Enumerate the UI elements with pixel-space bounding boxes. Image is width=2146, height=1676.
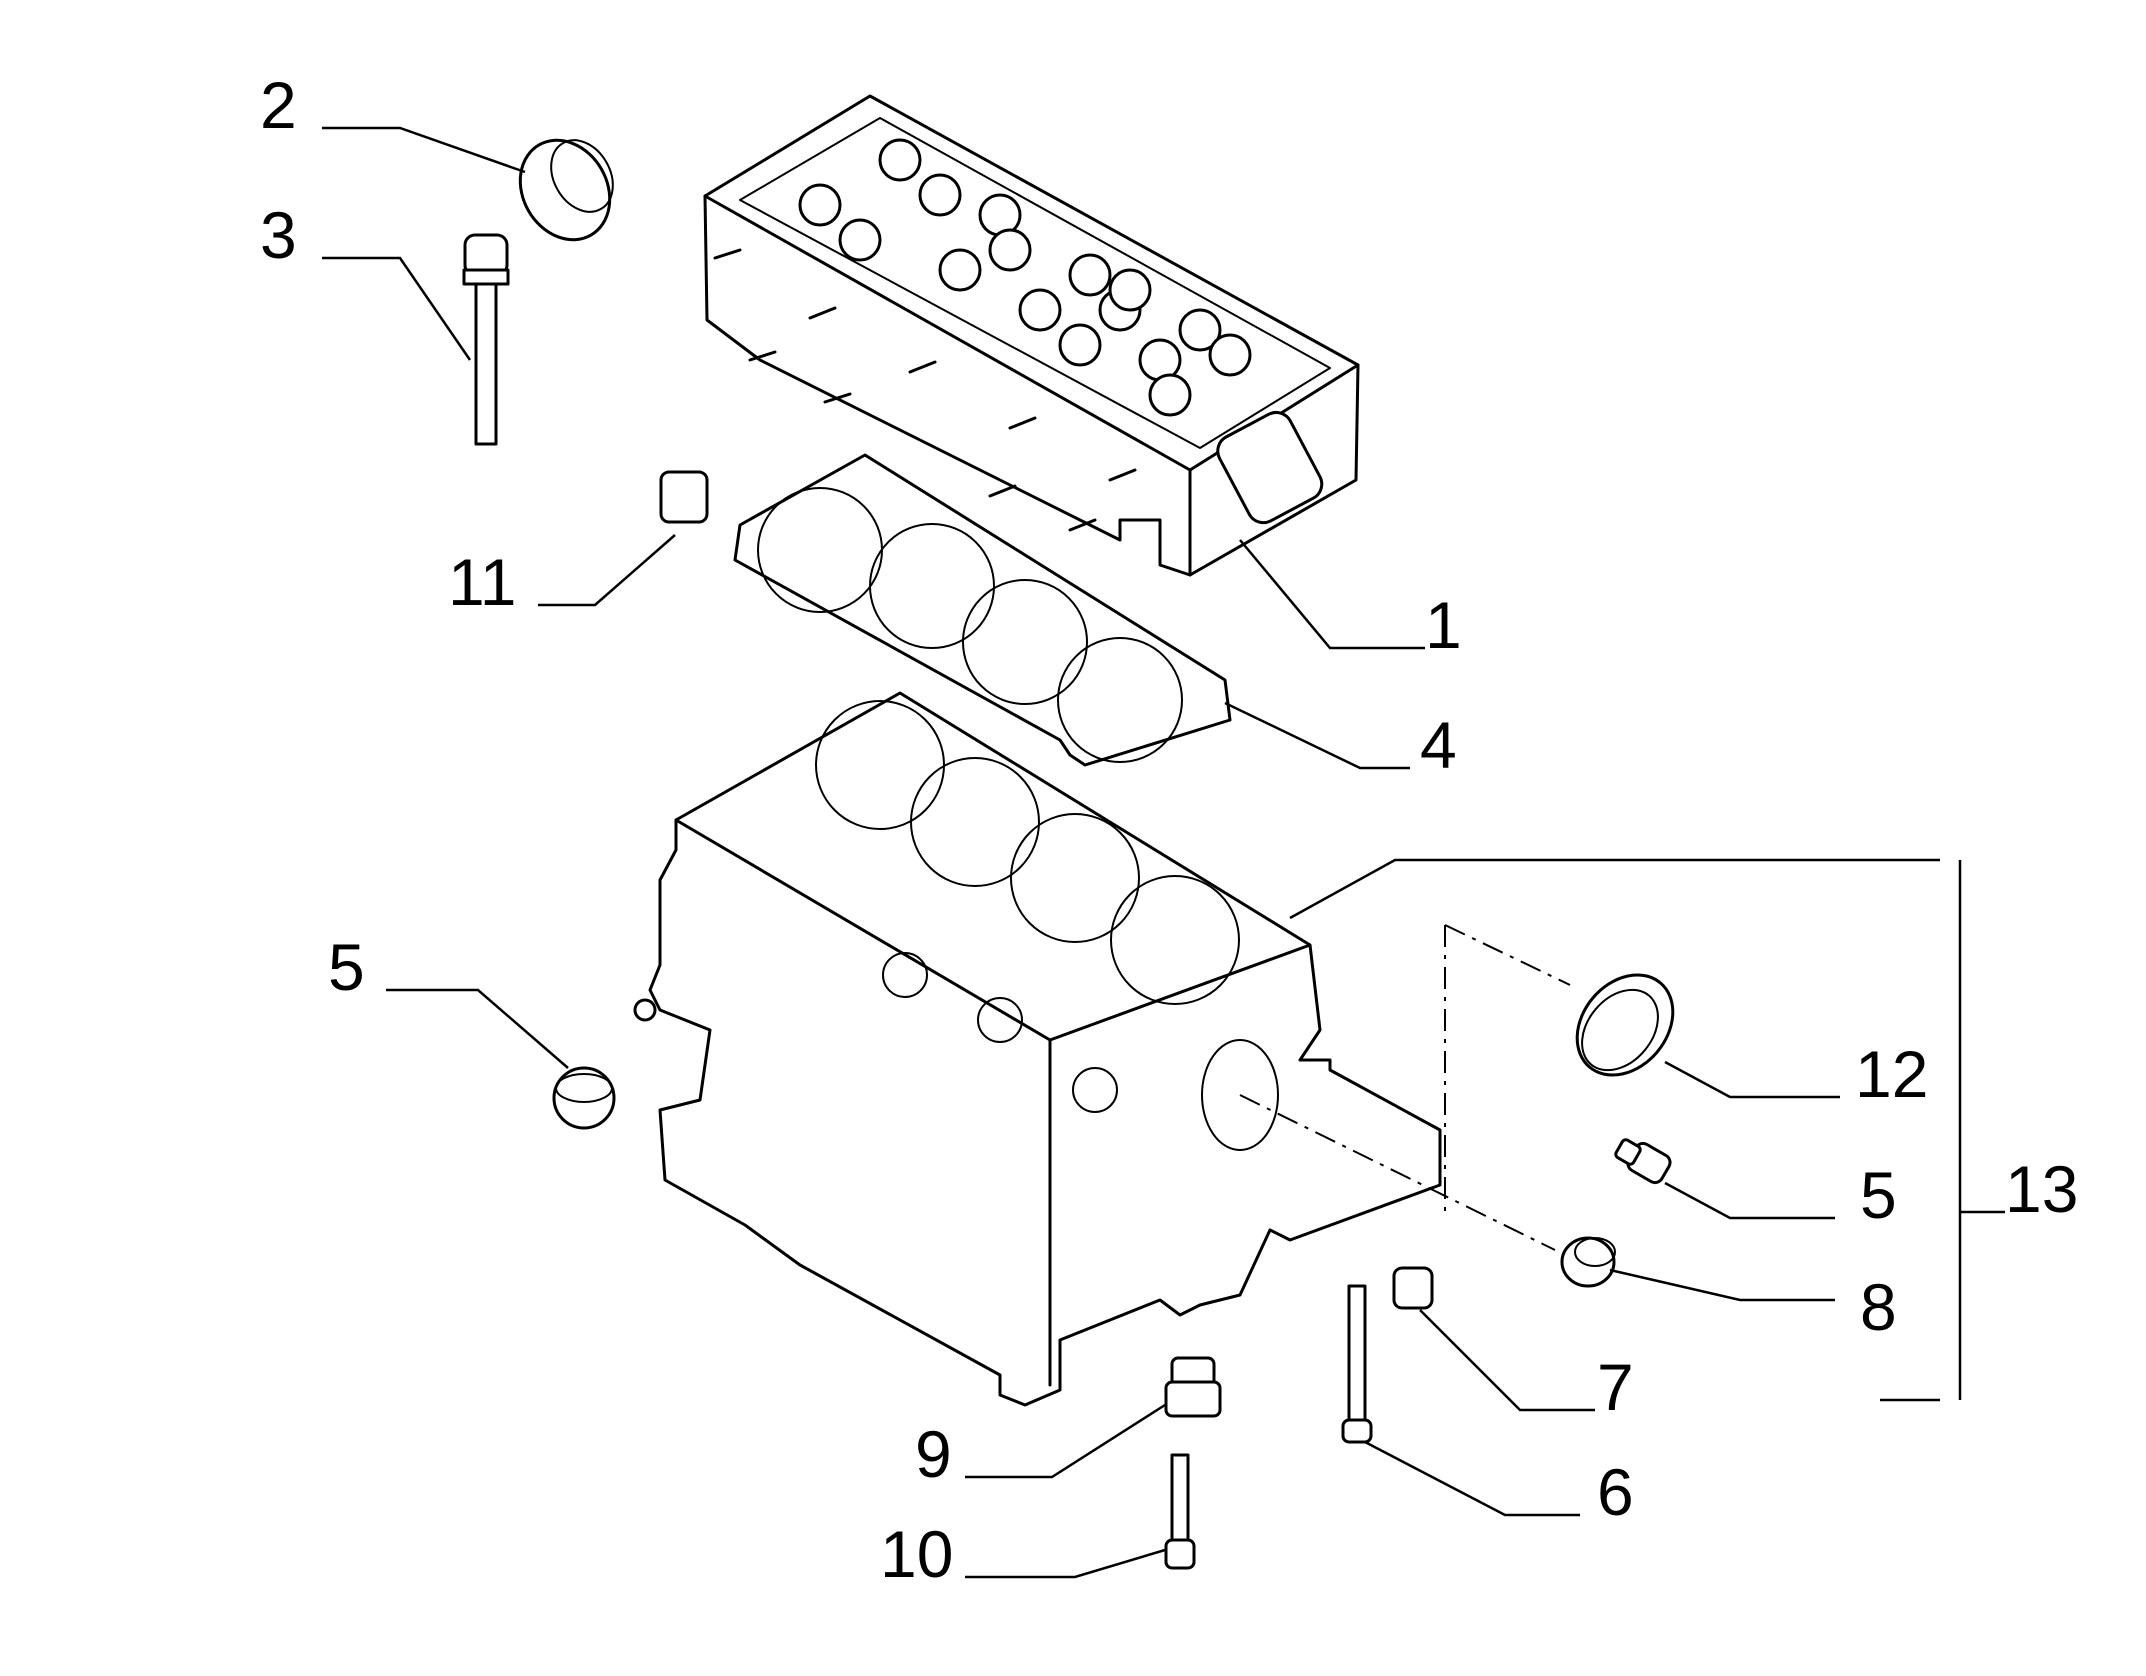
callout-12: 12 (1855, 1037, 1928, 1111)
part-bolt-6 (1341, 1284, 1373, 1444)
callout-1: 1 (1425, 588, 1462, 662)
part-dowel-7 (1392, 1266, 1434, 1310)
part-cylinder-head (703, 94, 1360, 577)
callout-6: 6 (1597, 1455, 1634, 1529)
part-bush-9 (1164, 1356, 1222, 1418)
valve-springs (798, 138, 1252, 417)
part-cap-8 (1560, 1236, 1616, 1288)
callout-7: 7 (1597, 1350, 1634, 1424)
callout-13: 13 (2005, 1152, 2078, 1226)
callout-11: 11 (448, 545, 517, 619)
part-bolt-3 (462, 233, 510, 446)
callout-4: 4 (1420, 708, 1457, 782)
part-plug-5-right (1614, 1138, 1672, 1185)
callout-3: 3 (260, 198, 297, 272)
part-dowel-11 (659, 470, 709, 524)
callout-5-right: 5 (1860, 1158, 1897, 1232)
callout-10: 10 (880, 1517, 953, 1591)
callout-labels: 1 2 3 4 5 5 6 7 8 9 10 11 12 13 (260, 68, 2078, 1591)
callout-5-left: 5 (328, 930, 365, 1004)
part-engine-block (633, 691, 1442, 1407)
callout-2: 2 (260, 68, 297, 142)
callout-9: 9 (915, 1417, 952, 1491)
leader-lines (322, 126, 2005, 1579)
part-cap-12 (1575, 973, 1675, 1077)
part-head-gasket (733, 453, 1232, 767)
part-plug-5-left (552, 1066, 616, 1130)
callout-8: 8 (1860, 1270, 1897, 1344)
part-cap-2 (518, 138, 614, 242)
part-bolt-10 (1164, 1453, 1196, 1570)
assembly-centerline (1239, 924, 1571, 1251)
